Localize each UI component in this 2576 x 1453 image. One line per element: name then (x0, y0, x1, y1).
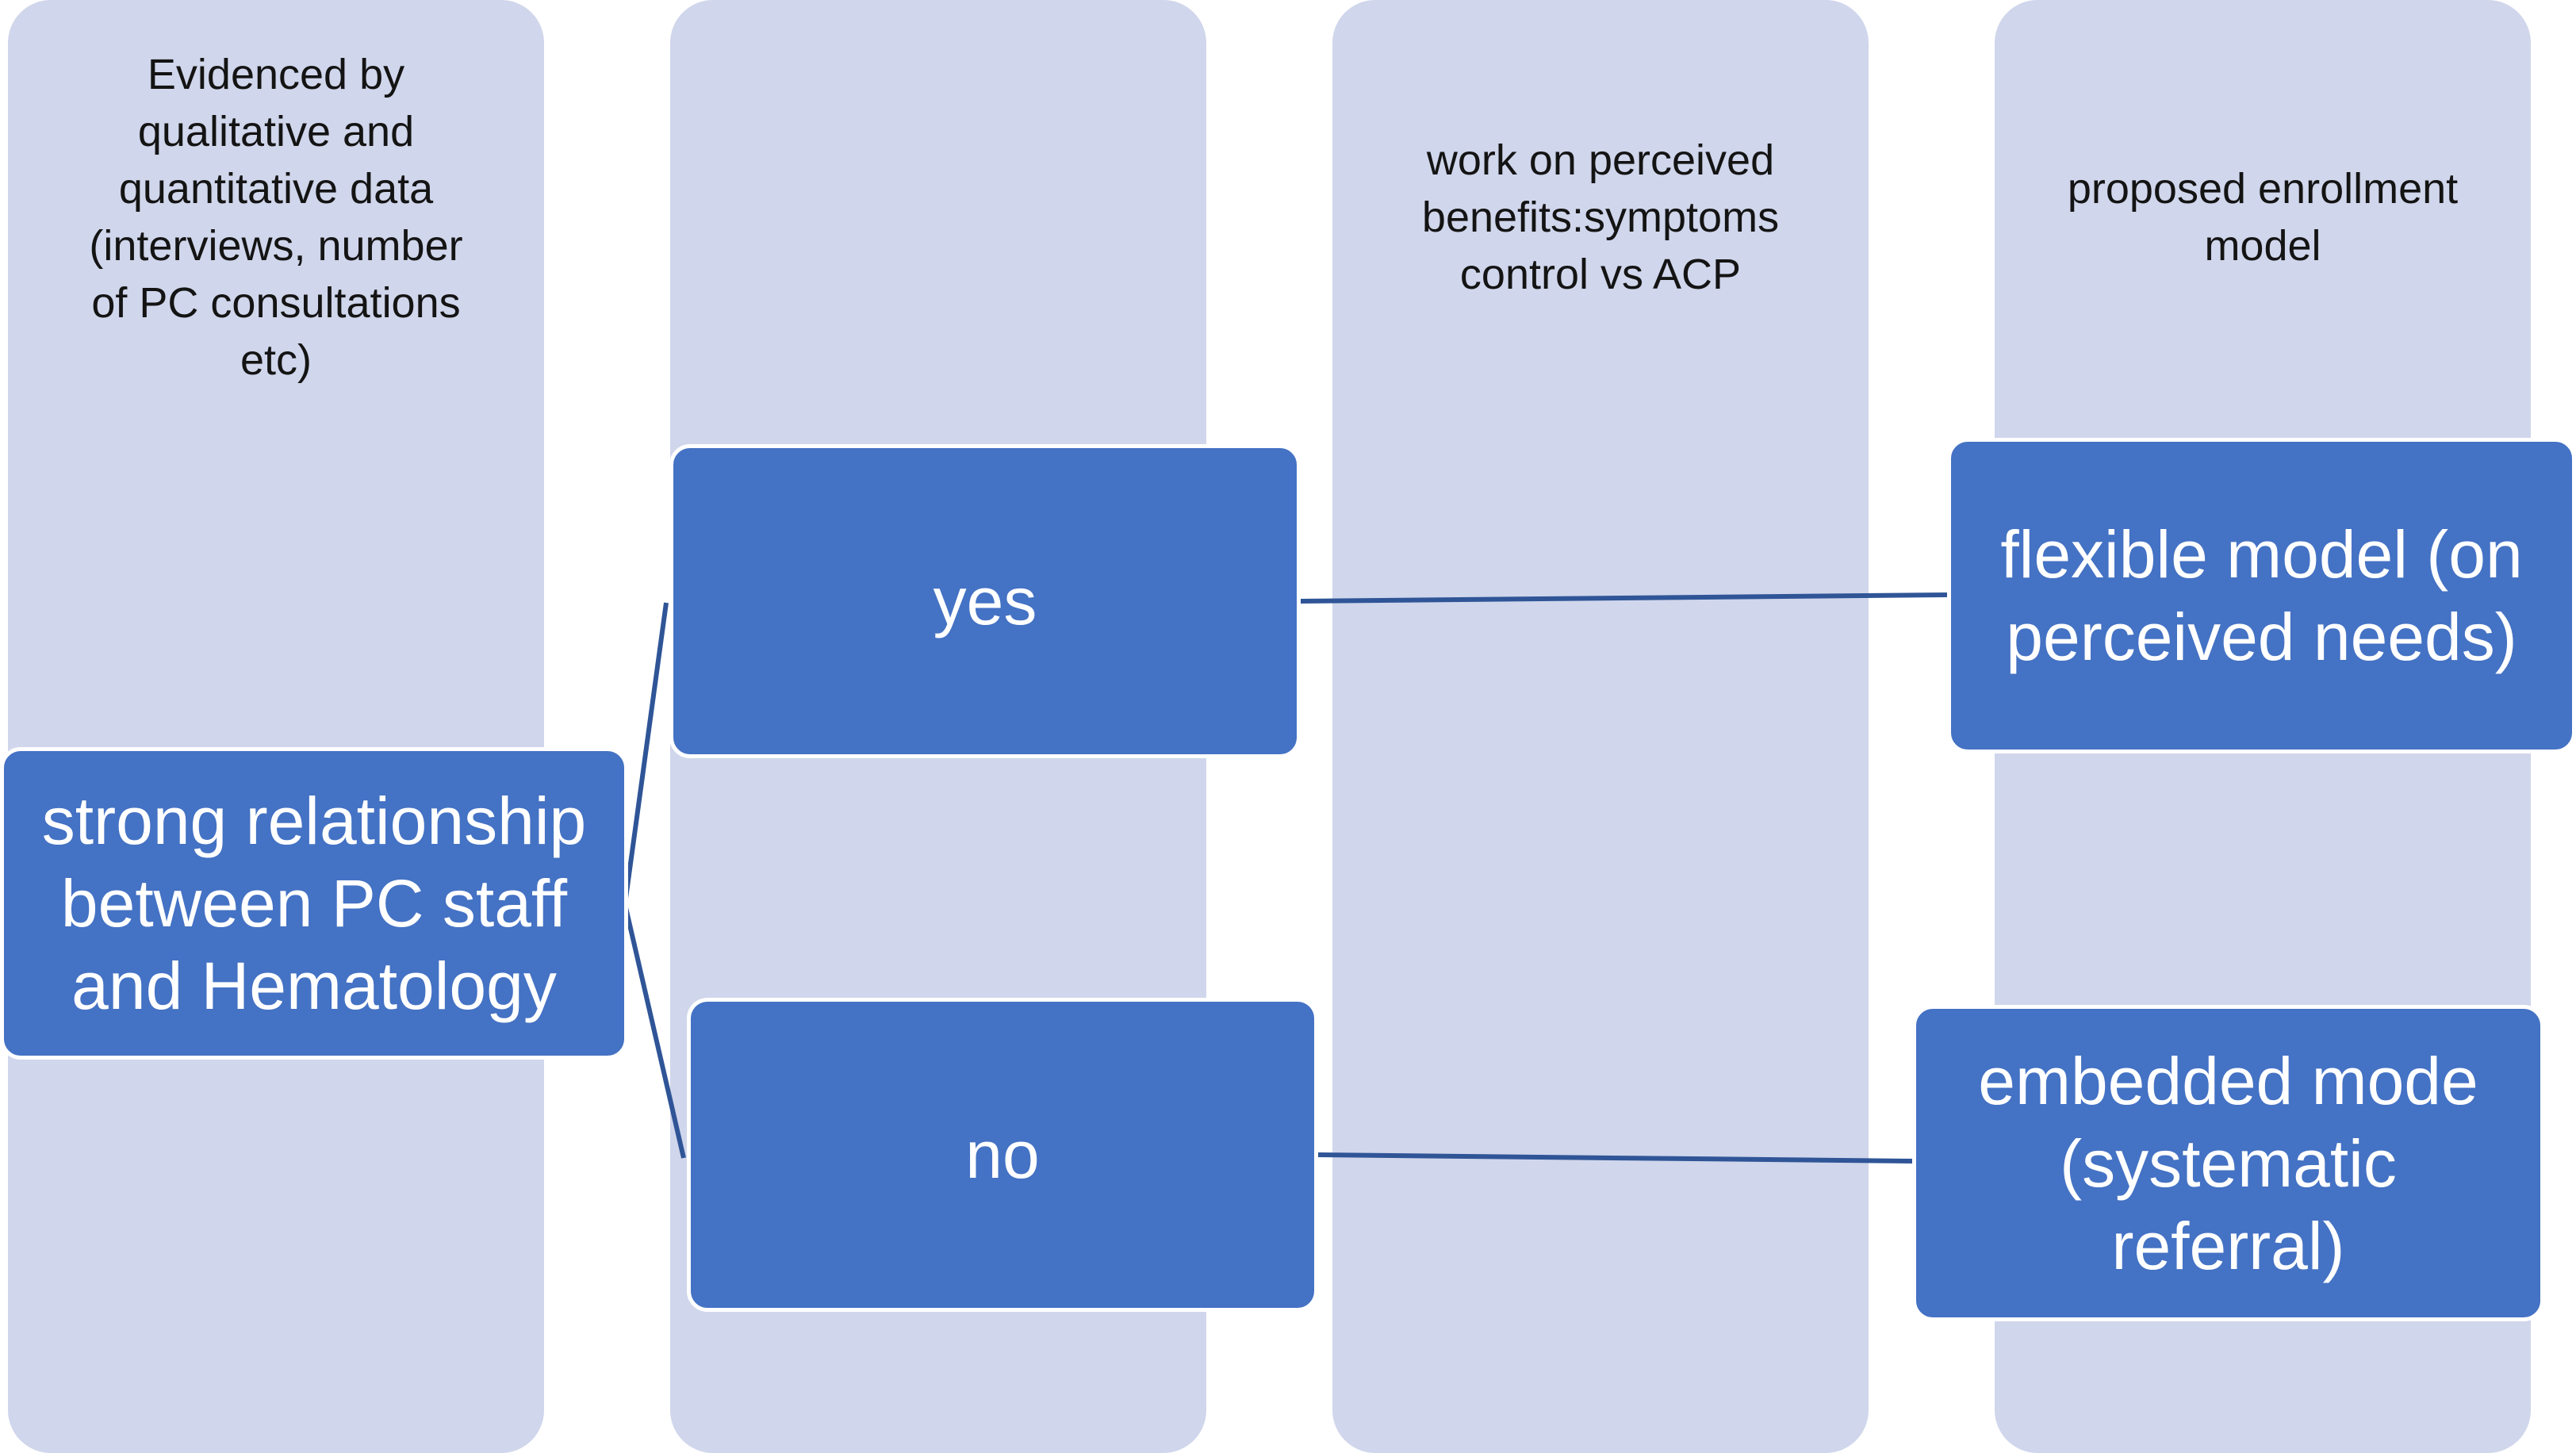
column-evidence: Evidenced by qualitative and quantitativ… (8, 0, 544, 1453)
connector-yes-to-flexible (1300, 592, 1949, 604)
column-enrollment-model-header: proposed enrollment model (2067, 165, 2459, 270)
box-embedded-mode: embedded mode (systematic referral) (1912, 1005, 2544, 1321)
connector-root-to-yes (623, 602, 669, 905)
box-flexible-model: flexible model (on perceived needs) (1947, 438, 2576, 753)
box-yes: yes (669, 444, 1301, 758)
column-perceived-benefits: work on perceived benefits:symptoms cont… (1332, 0, 1869, 1453)
connector-root-to-no (623, 903, 686, 1159)
box-no: no (687, 998, 1318, 1312)
connector-no-to-embedded (1317, 1152, 1914, 1164)
column-evidence-header: Evidenced by qualitative and quantitativ… (89, 51, 463, 384)
column-perceived-benefits-header: work on perceived benefits:symptoms cont… (1421, 136, 1780, 298)
box-strong-relationship: strong relationship between PC staff and… (0, 747, 628, 1060)
